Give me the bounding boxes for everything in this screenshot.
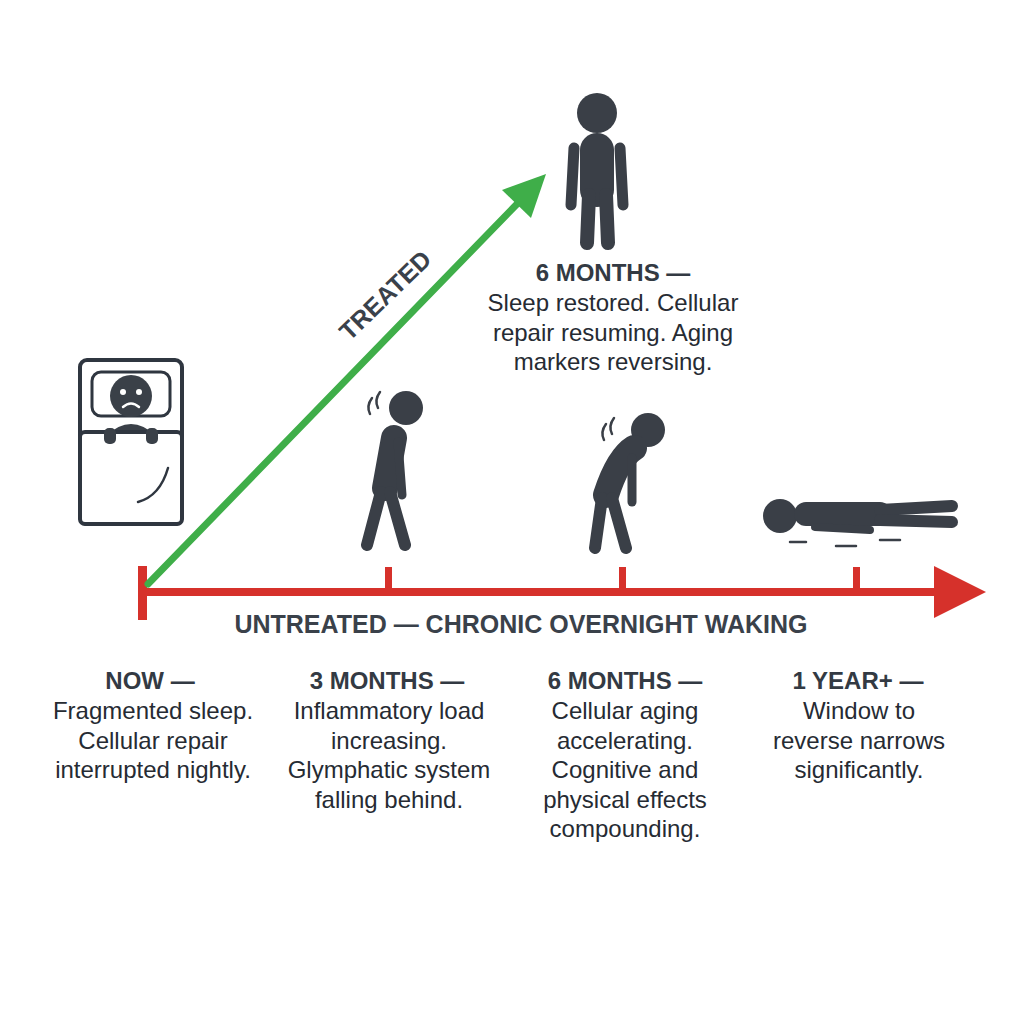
stage-heading: 1 YEAR+ — [748, 666, 968, 695]
axis-label: UNTREATED — CHRONIC OVERNIGHT WAKING [121, 609, 921, 639]
bed-icon [80, 360, 182, 524]
stage-heading: NOW — [40, 666, 260, 695]
tired-figure [367, 391, 423, 545]
stage-description: Inflammatory load increasing. Glymphatic… [279, 696, 499, 814]
declining-figure [595, 413, 665, 548]
path-label: TREATED [306, 218, 464, 372]
stage-description: Fragmented sleep. Cellular repair interr… [43, 696, 263, 785]
collapsed-figure [763, 499, 952, 546]
stage-description: Cellular aging accelerating. Cognitive a… [515, 696, 735, 844]
stage-heading: 6 MONTHS — [515, 666, 735, 695]
stage-description: Window to reverse narrows significantly. [769, 696, 949, 785]
stage-description: Sleep restored. Cellular repair resuming… [473, 288, 753, 377]
treated-arrow [148, 174, 546, 584]
stage-heading: 3 MONTHS — [277, 666, 497, 695]
stage-heading: 6 MONTHS — [463, 258, 763, 287]
healthy-figure [571, 93, 623, 243]
